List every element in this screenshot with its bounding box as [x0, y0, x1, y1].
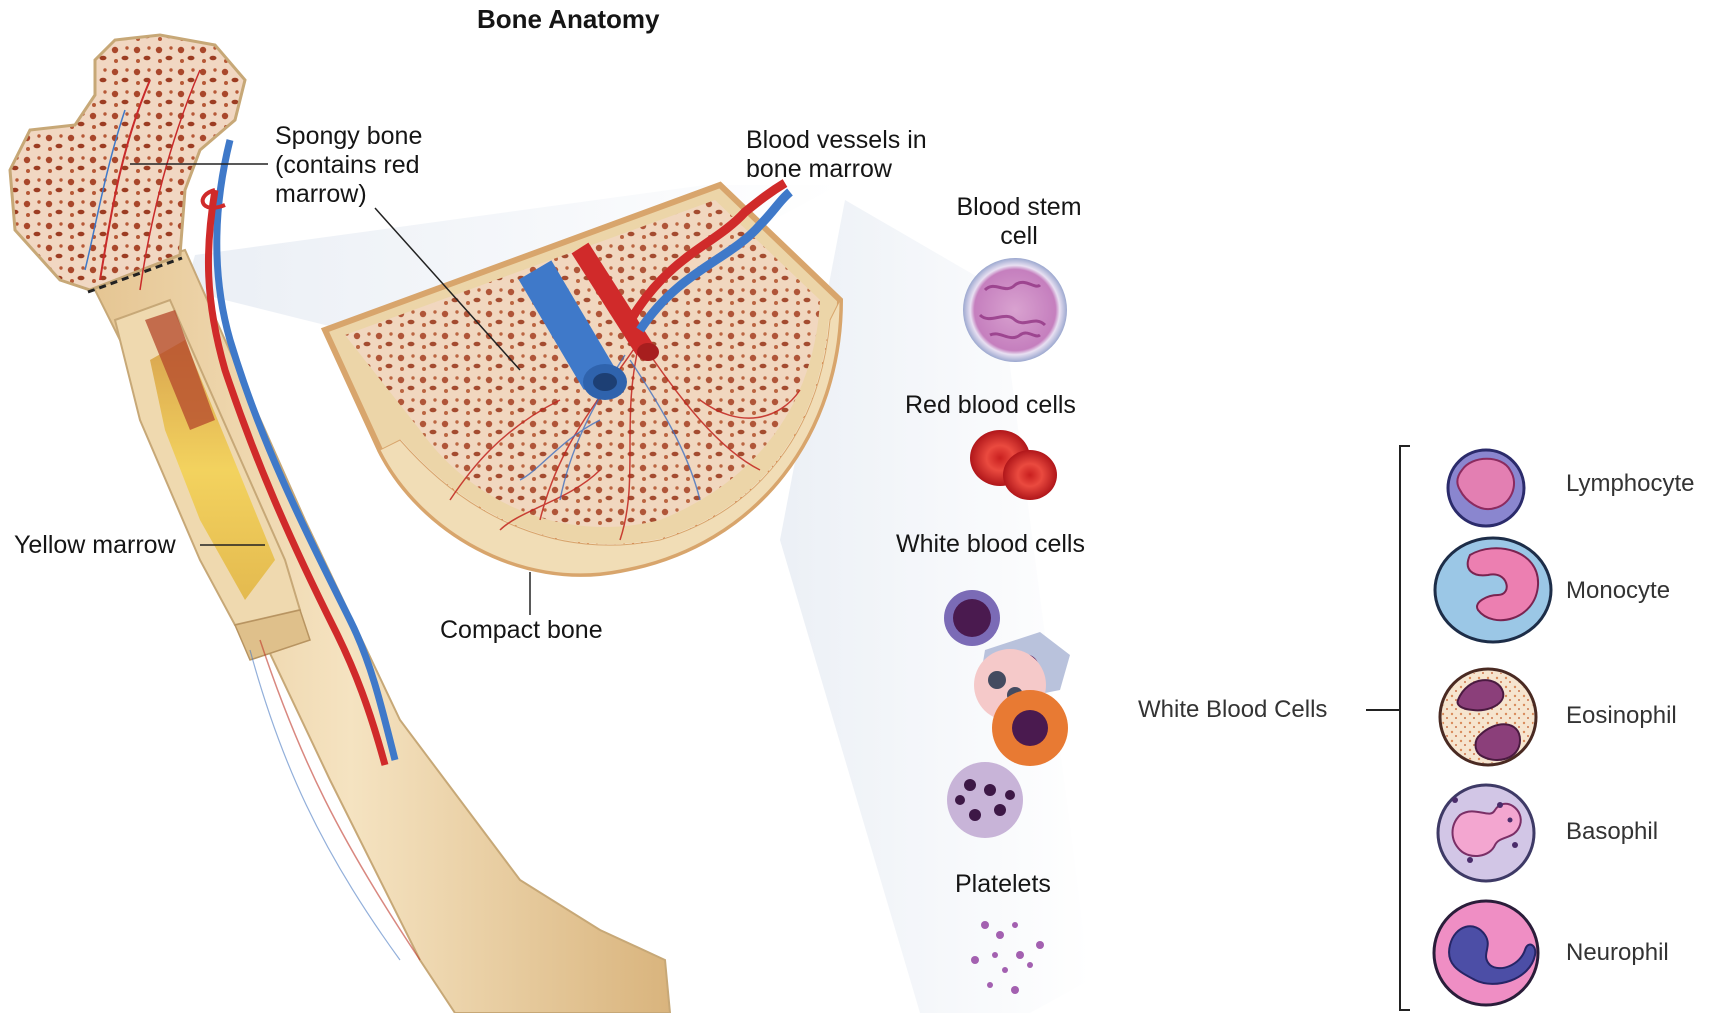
spongy-bone-label-line-2: (contains red — [275, 151, 422, 180]
wbc-type-lymphocyte: Lymphocyte — [1566, 470, 1695, 498]
blood-stem-cell-label-line-1: Blood stem — [935, 193, 1103, 222]
blood-vessels-label-line-1: Blood vessels in — [746, 126, 927, 155]
basophil-cell — [1438, 785, 1534, 881]
wbc-type-monocyte: Monocyte — [1566, 577, 1670, 605]
spongy-bone-label-line-1: Spongy bone — [275, 122, 422, 151]
platelets-label: Platelets — [955, 870, 1051, 899]
blood-vessels-label-line-2: bone marrow — [746, 155, 927, 184]
neutrophil-cell — [1434, 901, 1538, 1005]
blood-stem-cell — [963, 258, 1067, 362]
eosinophil-cell — [1440, 669, 1536, 765]
wbc-type-neurophil: Neurophil — [1566, 939, 1669, 967]
white-blood-cells-label: White blood cells — [896, 530, 1085, 559]
spongy-bone-label: Spongy bone (contains red marrow) — [275, 122, 422, 209]
monocyte-cell — [1435, 538, 1551, 642]
wbc-group-title: White Blood Cells — [1138, 696, 1327, 724]
blood-stem-cell-label: Blood stem cell — [935, 193, 1103, 251]
wbc-type-basophil: Basophil — [1566, 818, 1658, 846]
red-blood-cells-label: Red blood cells — [905, 391, 1076, 420]
yellow-marrow-label: Yellow marrow — [14, 531, 176, 560]
compact-bone-label: Compact bone — [440, 616, 603, 645]
blood-stem-cell-label-line-2: cell — [935, 222, 1103, 251]
spongy-bone-label-line-3: marrow) — [275, 180, 422, 209]
lymphocyte-cell — [1448, 450, 1524, 526]
wbc-type-eosinophil: Eosinophil — [1566, 702, 1677, 730]
blood-vessels-label: Blood vessels in bone marrow — [746, 126, 927, 184]
wbc-bracket — [1366, 446, 1410, 1010]
diagram-title: Bone Anatomy — [477, 4, 660, 35]
